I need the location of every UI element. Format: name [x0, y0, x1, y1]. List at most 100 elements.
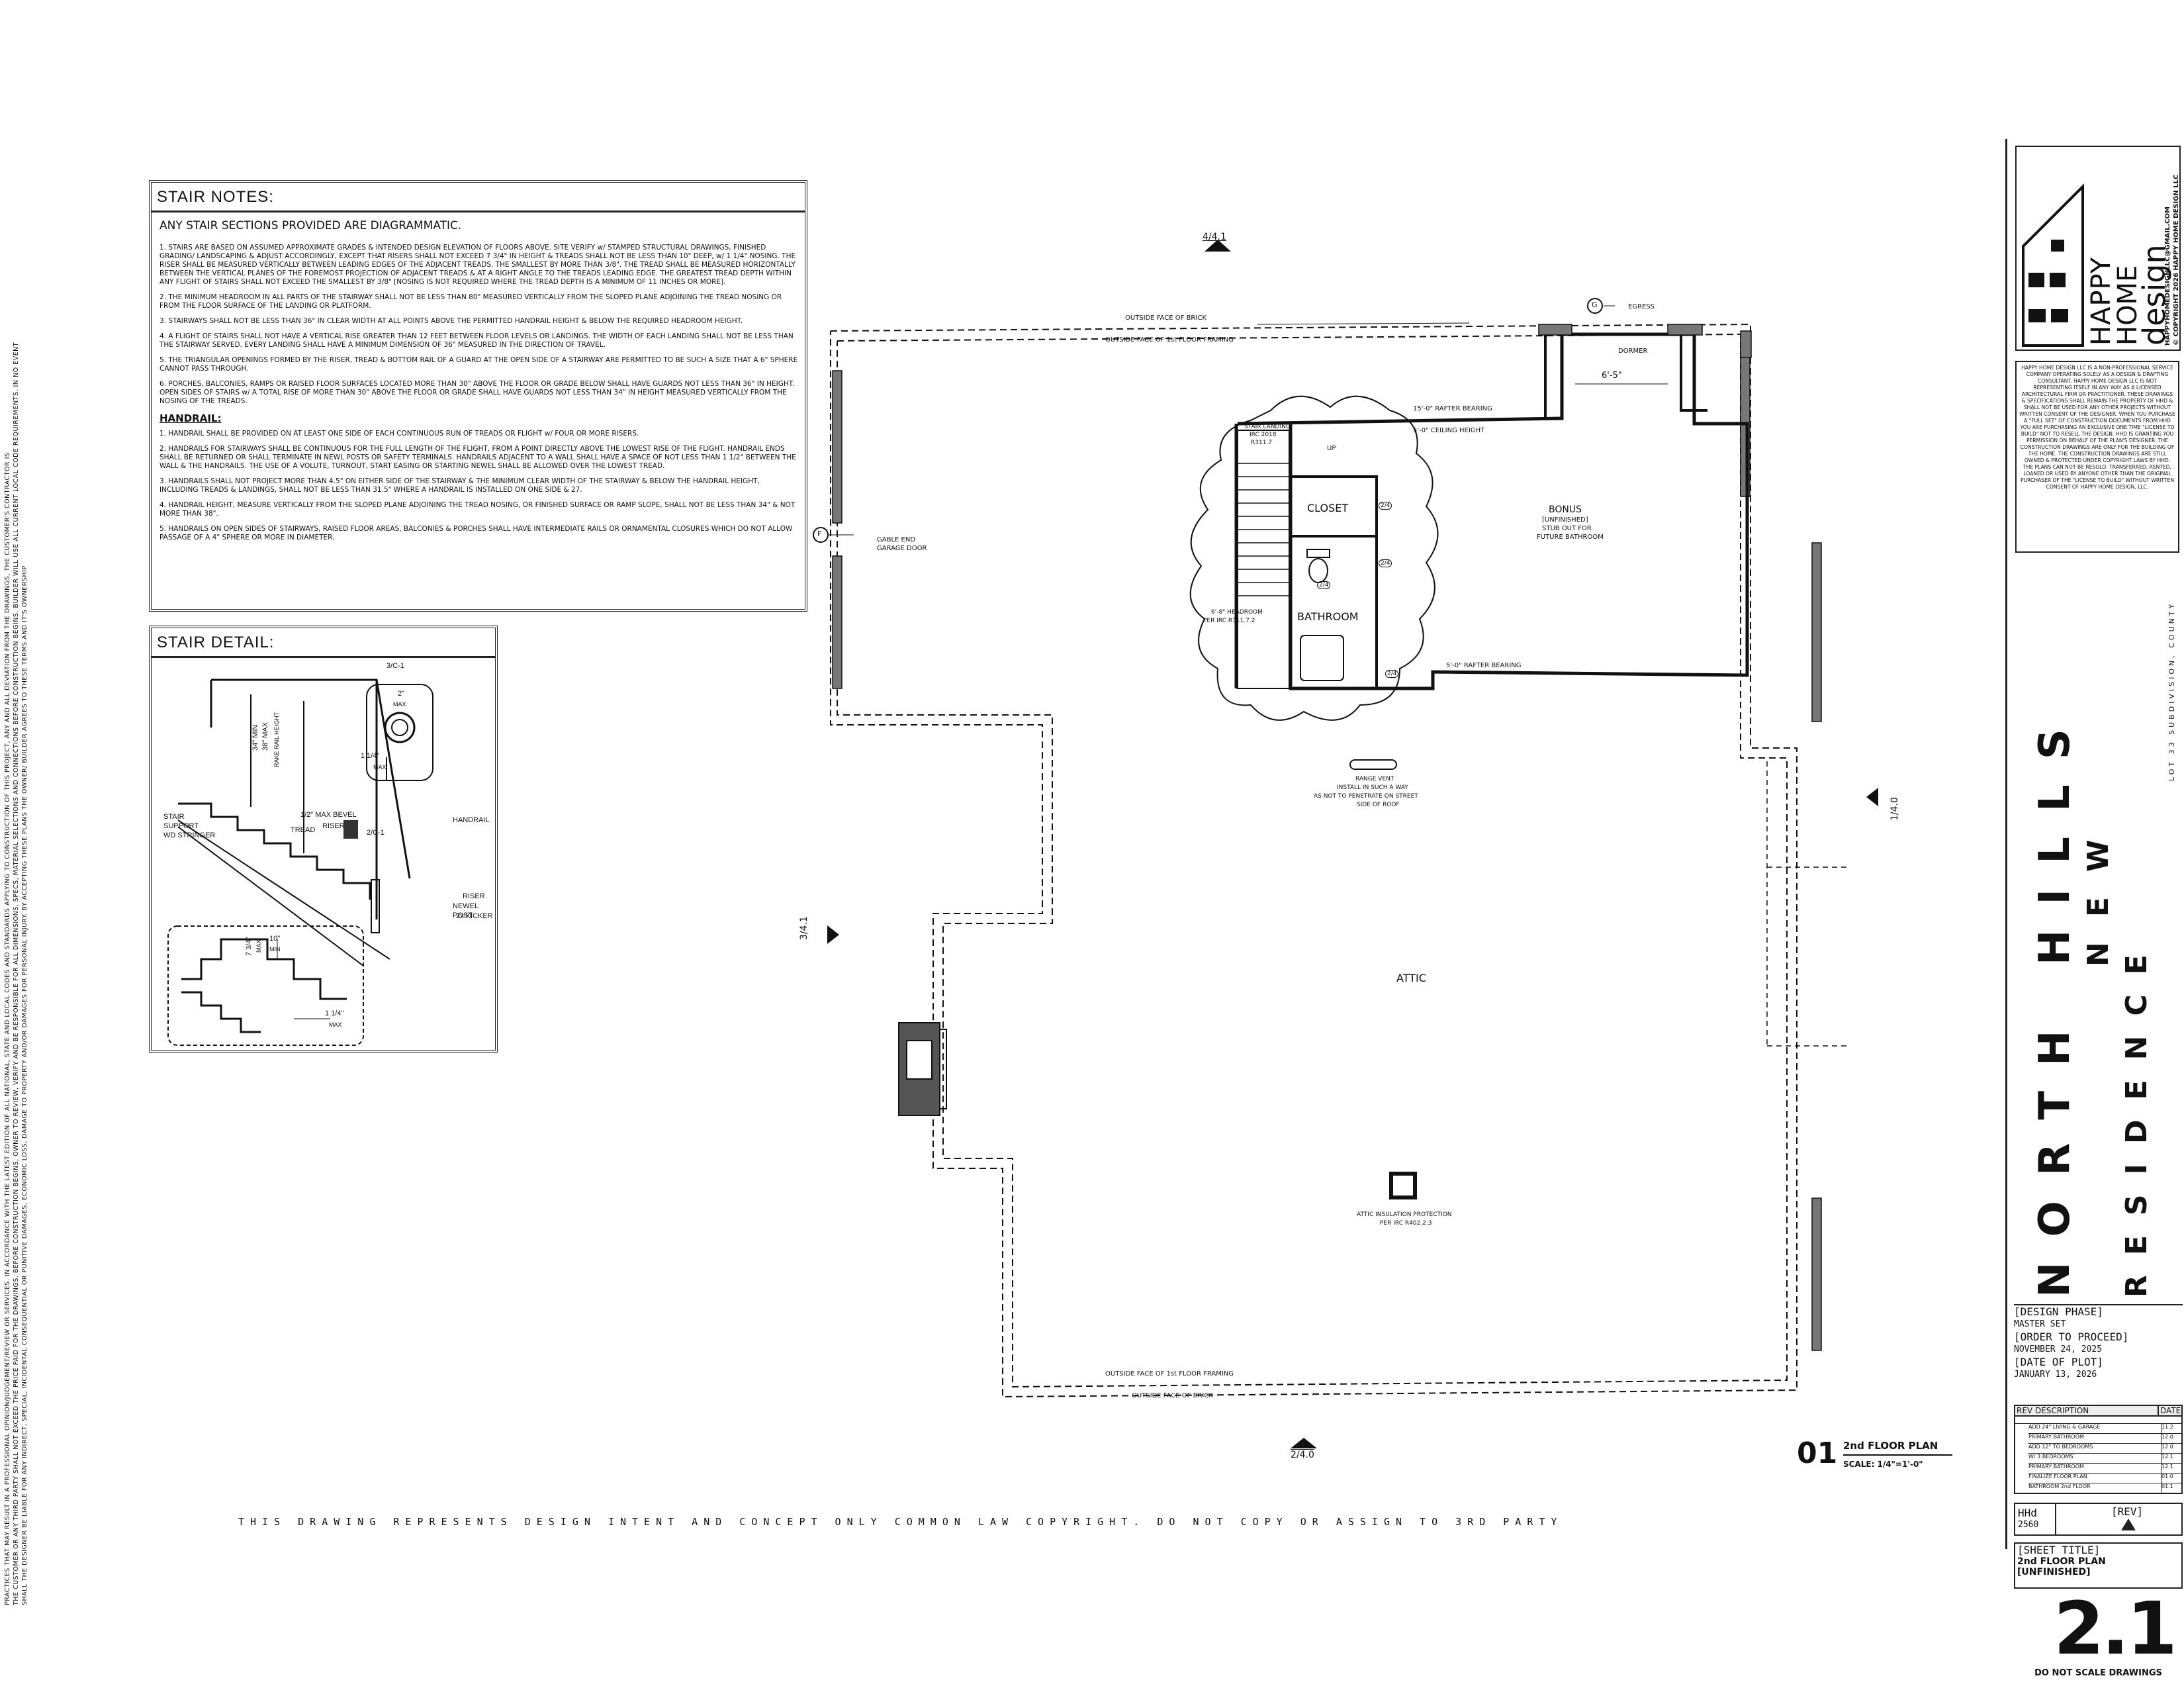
stair-note-4: 4. A FLIGHT OF STAIRS SHALL NOT HAVE A V… — [159, 332, 794, 349]
phase-block: [DESIGN PHASE] MASTER SET [ORDER TO PROC… — [2014, 1304, 2183, 1381]
table-row[interactable]: PRIMARY BATHROOM 12.1 — [2028, 1464, 2181, 1474]
stair-notes-subtitle: ANY STAIR SECTIONS PROVIDED ARE DIAGRAMM… — [159, 219, 462, 232]
detail-dim-2in: 2" — [398, 690, 405, 698]
detail-ref-mid: 2/C-1 — [367, 829, 385, 837]
room-bonus-sub2: STUB OUT FOR — [1542, 525, 1592, 532]
handrail-note-1: 1. HANDRAIL SHALL BE PROVIDED ON AT LEAS… — [159, 430, 639, 438]
stair-detail-title: STAIR DETAIL: — [157, 633, 275, 651]
sheet-title-block: [SHEET TITLE] 2nd FLOOR PLAN [UNFINISHED… — [2014, 1542, 2183, 1589]
left-margin-line-1: PRACTICES THAT MAY RESULT IN A PROFESSIO… — [4, 452, 11, 1605]
stair-note-3: 3. STAIRWAYS SHALL NOT BE LESS THAN 36" … — [159, 317, 743, 325]
room-attic: ATTIC — [1396, 972, 1426, 984]
label-attic-insulation-2: PER IRC R402.2.3 — [1380, 1220, 1432, 1227]
plot-value: JANUARY 13, 2026 — [2014, 1370, 2097, 1380]
detail-dim-1-25b: 1 1/4" — [325, 1009, 344, 1017]
door-tag-4[interactable]: 2/4 — [1317, 581, 1331, 589]
rev-date-1: 11.2 — [2161, 1424, 2181, 1433]
rev-header-date: DATE — [2158, 1406, 2181, 1415]
label-range-vent: RANGE VENT — [1355, 776, 1394, 782]
room-bonus-sub1: [UNFINISHED] — [1542, 516, 1588, 524]
detail-stair: STAIR — [163, 813, 185, 821]
logo-copyright: © COPYRIGHT 2026 HAPPY HOME DESIGN LLC — [2173, 174, 2180, 346]
detail-min: MIN — [269, 946, 281, 953]
section-ref-left[interactable]: 3/4.1 — [799, 916, 809, 940]
table-row[interactable]: ADD 12" TO BEDROOMS 12.0 — [2028, 1444, 2181, 1454]
label-headroom-1: 6'-8" HEADROOM — [1211, 609, 1263, 616]
handrail-note-4: 4. HANDRAIL HEIGHT, MEASURE VERTICALLY F… — [159, 501, 796, 518]
handrail-note-2: 2. HANDRAILS FOR STAIRWAYS SHALL BE CONT… — [159, 445, 796, 470]
rev-triangle-icon — [2121, 1519, 2136, 1530]
label-range-vent-3: AS NOT TO PENETRATE ON STREET — [1314, 793, 1418, 800]
sheet-number: 2.1 — [2054, 1586, 2177, 1671]
table-row[interactable]: PRIMARY BATHROOM 12.0 — [2028, 1434, 2181, 1444]
stair-note-2: 2. THE MINIMUM HEADROOM IN ALL PARTS OF … — [159, 293, 782, 310]
detail-bevel: 1/2" MAX BEVEL — [300, 811, 357, 819]
rev-desc-2: PRIMARY BATHROOM — [2028, 1434, 2084, 1440]
label-stair-landing-code: IRC 2018 — [1250, 432, 1277, 438]
rev-desc-4: W/ 3 BEDROOMS — [2028, 1454, 2073, 1460]
stair-handrail — [211, 679, 411, 879]
grid-bubble-f: F — [817, 530, 822, 538]
handrail-note-5: 5. HANDRAILS ON OPEN SIDES OF STAIRWAYS,… — [159, 525, 793, 541]
left-margin-line-3: SHALL THE DESIGNER BE LIABLE FOR ANY IND… — [21, 565, 28, 1605]
stair-notes-divider — [152, 211, 805, 212]
hhd-value: 2560 — [2018, 1520, 2039, 1530]
stair-note-1: 1. STAIRS ARE BASED ON ASSUMED APPROXIMA… — [159, 244, 796, 286]
detail-tread: TREAD — [291, 826, 316, 834]
section-ref-top[interactable]: 4/4.1 — [1203, 232, 1226, 242]
door-tag-1[interactable]: 2/4 — [1379, 502, 1392, 510]
detail-kicker: 2x KICKER — [456, 912, 493, 920]
table-row[interactable]: BATHROOM 2nd FLOOR 01.1 — [2028, 1483, 2181, 1493]
sheet-title-label: [SHEET TITLE] — [2017, 1544, 2101, 1556]
phase-label: [DESIGN PHASE] — [2014, 1305, 2103, 1318]
rev-header-desc: REV DESCRIPTION — [2017, 1406, 2089, 1415]
project-word-north-hills: NORTH HILLS — [2030, 704, 2079, 1297]
rev-date-4: 12.1 — [2161, 1454, 2181, 1463]
detail-max-3: MAX — [255, 939, 262, 953]
detail-dim-7-75: 7 3/4" — [245, 937, 253, 956]
label-stair-landing-code2: R311.7 — [1251, 440, 1273, 446]
project-address: LOT 33 SUBDIVISION, COUNTY — [2167, 601, 2176, 781]
door-tag-3[interactable]: 2/4 — [1385, 670, 1399, 678]
sheet-title-1: 2nd FLOOR PLAN — [2017, 1556, 2106, 1567]
revision-header: REV DESCRIPTION DATE — [2015, 1406, 2181, 1417]
revision-table: REV DESCRIPTION DATE ADD 24" LIVING & GA… — [2014, 1405, 2183, 1494]
logo-email: HAPPYHOMEDESIGNLLC@GMAIL.COM — [2164, 207, 2171, 346]
house-logo-icon — [2022, 183, 2084, 347]
label-rafter-bearing-2: 5'-0" CEILING HEIGHT — [1413, 427, 1485, 434]
table-row[interactable]: W/ 3 BEDROOMS 12.1 — [2028, 1454, 2181, 1464]
view-title: 2nd FLOOR PLAN — [1843, 1440, 1938, 1452]
stair-profile — [178, 802, 371, 900]
section-ref-bottom[interactable]: 2/4.0 — [1291, 1450, 1314, 1460]
room-closet: CLOSET — [1307, 502, 1349, 514]
stair-detail-divider — [152, 656, 495, 658]
label-headroom-2: PER IRC R311.7.2 — [1203, 618, 1255, 624]
rev-desc-1: ADD 24" LIVING & GARAGE — [2028, 1424, 2101, 1430]
label-rafter-bearing-3: 5'-0" RAFTER BEARING — [1446, 662, 1522, 669]
stair-notes-panel: STAIR NOTES: ANY STAIR SECTIONS PROVIDED… — [149, 180, 807, 612]
hhd-rev-row: HHd 2560 [REV] — [2014, 1503, 2183, 1536]
stair-detail-drawing — [167, 679, 433, 1046]
footer-copyright: THIS DRAWING REPRESENTS DESIGN INTENT AN… — [238, 1516, 1563, 1528]
label-garage-door: GARAGE DOOR — [877, 545, 927, 552]
detail-max-1: MAX — [393, 701, 406, 708]
detail-dim-10: 10" — [269, 935, 281, 943]
stair-notes-body: 1. STAIRS ARE BASED ON ASSUMED APPROXIMA… — [159, 244, 798, 549]
title-block: HAPPY HOME design HAPPYHOMEDESIGNLLC@GMA… — [2005, 139, 2183, 1678]
rev-desc-5: PRIMARY BATHROOM — [2028, 1464, 2084, 1470]
door-tag-2[interactable]: 2/4 — [1379, 559, 1392, 567]
rev-date-3: 12.0 — [2161, 1444, 2181, 1453]
hhd-label: HHd — [2018, 1507, 2037, 1519]
section-ref-right[interactable]: 1/4.0 — [1889, 797, 1900, 821]
table-row[interactable]: FINALIZE FLOOR PLAN 01.0 — [2028, 1474, 2181, 1483]
detail-min-34: 34" MIN — [251, 724, 259, 751]
label-gable-end: GABLE END — [877, 536, 916, 543]
stair-detail-panel: STAIR DETAIL: 3/C-1 2" MAX 1 1/4" MAX 3 — [149, 626, 498, 1053]
project-word-new: NEW — [2081, 814, 2115, 966]
label-dim-6-5: 6'-5" — [1602, 371, 1622, 381]
detail-riser-2: RISER — [463, 892, 485, 900]
room-bathroom: BATHROOM — [1297, 610, 1359, 623]
detail-handrail: HANDRAIL — [453, 816, 490, 824]
project-name: NORTH HILLS NEW RESIDENCE LOT 33 SUBDIVI… — [2007, 563, 2183, 1297]
table-row[interactable]: ADD 24" LIVING & GARAGE 11.2 — [2028, 1424, 2181, 1434]
